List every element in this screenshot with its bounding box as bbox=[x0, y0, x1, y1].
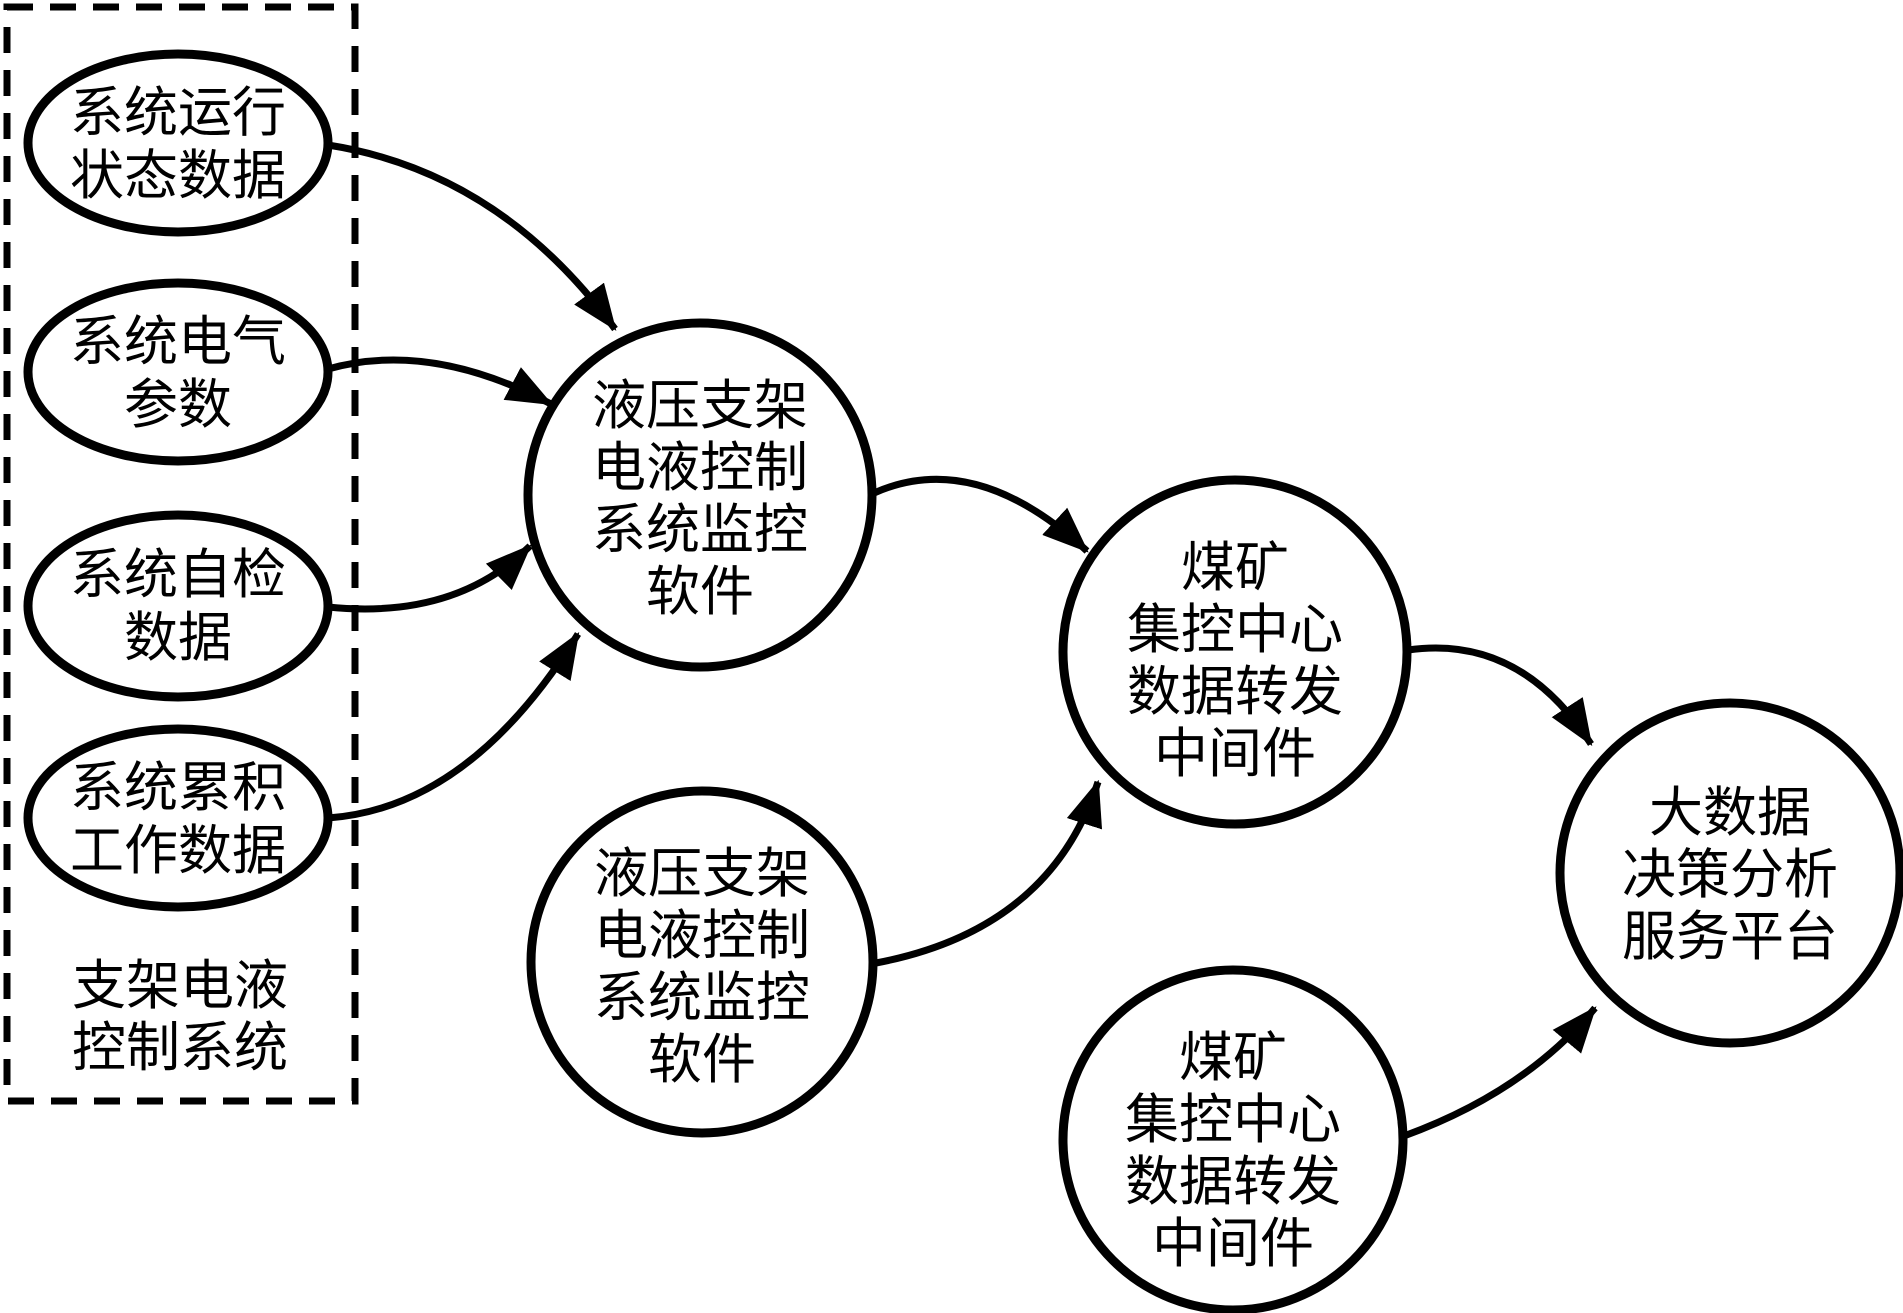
node-label-line: 液压支架 bbox=[592, 376, 808, 436]
node-label-line: 液压支架 bbox=[594, 844, 810, 904]
ellipse-label-line: 系统电气 bbox=[70, 312, 286, 372]
arrow-accumulated-data-to-monitor-software bbox=[327, 632, 581, 822]
node-label-line: 数据转发 bbox=[1125, 1152, 1341, 1212]
node-monitor-software-top-circle bbox=[523, 318, 877, 672]
node-label-line: 软件 bbox=[648, 1030, 756, 1090]
ellipse-system-accumulated-work-data bbox=[23, 724, 333, 912]
node-middleware-top-circle bbox=[1058, 475, 1412, 829]
node-label-line: 系统监控 bbox=[592, 500, 808, 560]
node-label-line: 服务平台 bbox=[1622, 907, 1838, 967]
node-middleware-top: 煤矿 集控中心 数据转发 中间件 bbox=[1058, 475, 1412, 829]
node-label-line: 决策分析 bbox=[1622, 845, 1838, 905]
ellipse-system-selfcheck-data bbox=[23, 510, 333, 702]
node-label-line: 数据转发 bbox=[1127, 662, 1343, 722]
arrow-middleware2-to-bigdata-platform bbox=[1402, 1005, 1598, 1140]
node-label-line: 电液控制 bbox=[592, 438, 808, 498]
ellipse-label-line: 状态数据 bbox=[70, 146, 286, 206]
ellipse-label-line: 系统累积 bbox=[70, 758, 286, 818]
arrows bbox=[327, 141, 1598, 1140]
node-bigdata-platform: 大数据 决策分析 服务平台 bbox=[1555, 698, 1903, 1048]
node-label-line: 电液控制 bbox=[594, 906, 810, 966]
group-caption: 支架电液 控制系统 bbox=[72, 956, 288, 1078]
arrow-electrical-params-to-monitor-software bbox=[327, 356, 554, 408]
node-middleware-bottom-circle bbox=[1058, 965, 1408, 1313]
node-monitor-software-top: 液压支架 电液控制 系统监控 软件 bbox=[523, 318, 877, 672]
group-box-support-electrohydraulic-control-system bbox=[3, 3, 359, 1105]
arrow-monitor-software-to-middleware bbox=[872, 475, 1090, 554]
node-label-line: 系统监控 bbox=[594, 968, 810, 1028]
ellipse-label-line: 工作数据 bbox=[70, 821, 286, 881]
ellipse-label-line: 参数 bbox=[124, 375, 232, 435]
source-ellipses: 系统运行 状态数据 系统电气 参数 系统自检 数据 系统累积 工作数据 bbox=[23, 49, 333, 912]
ellipse-label-line: 数据 bbox=[124, 608, 232, 668]
ellipse-system-electrical-parameters bbox=[23, 278, 333, 466]
arrow-selfcheck-data-to-monitor-software bbox=[327, 543, 533, 613]
node-bigdata-platform-circle bbox=[1555, 698, 1903, 1048]
node-label-line: 煤矿 bbox=[1179, 1028, 1287, 1088]
node-label-line: 大数据 bbox=[1649, 783, 1811, 843]
node-label-line: 集控中心 bbox=[1127, 600, 1343, 660]
arrow-status-data-to-monitor-software bbox=[327, 141, 618, 332]
group-caption-line: 控制系统 bbox=[72, 1018, 288, 1078]
ellipse-label-line: 系统运行 bbox=[70, 83, 286, 143]
node-label-line: 煤矿 bbox=[1181, 538, 1289, 598]
node-monitor-software-bottom-circle bbox=[526, 786, 878, 1138]
node-middleware-bottom: 煤矿 集控中心 数据转发 中间件 bbox=[1058, 965, 1408, 1313]
ellipse-system-operation-status-data bbox=[23, 49, 333, 237]
group-caption-line: 支架电液 bbox=[72, 956, 288, 1016]
node-label-line: 集控中心 bbox=[1125, 1090, 1341, 1150]
node-label-line: 软件 bbox=[646, 562, 754, 622]
arrow-monitor-software2-to-middleware bbox=[875, 779, 1103, 967]
node-label-line: 中间件 bbox=[1154, 724, 1316, 784]
node-label-line: 中间件 bbox=[1152, 1214, 1314, 1274]
ellipse-label-line: 系统自检 bbox=[70, 545, 286, 605]
node-monitor-software-bottom: 液压支架 电液控制 系统监控 软件 bbox=[526, 786, 878, 1138]
arrow-middleware-to-bigdata-platform bbox=[1407, 644, 1594, 746]
